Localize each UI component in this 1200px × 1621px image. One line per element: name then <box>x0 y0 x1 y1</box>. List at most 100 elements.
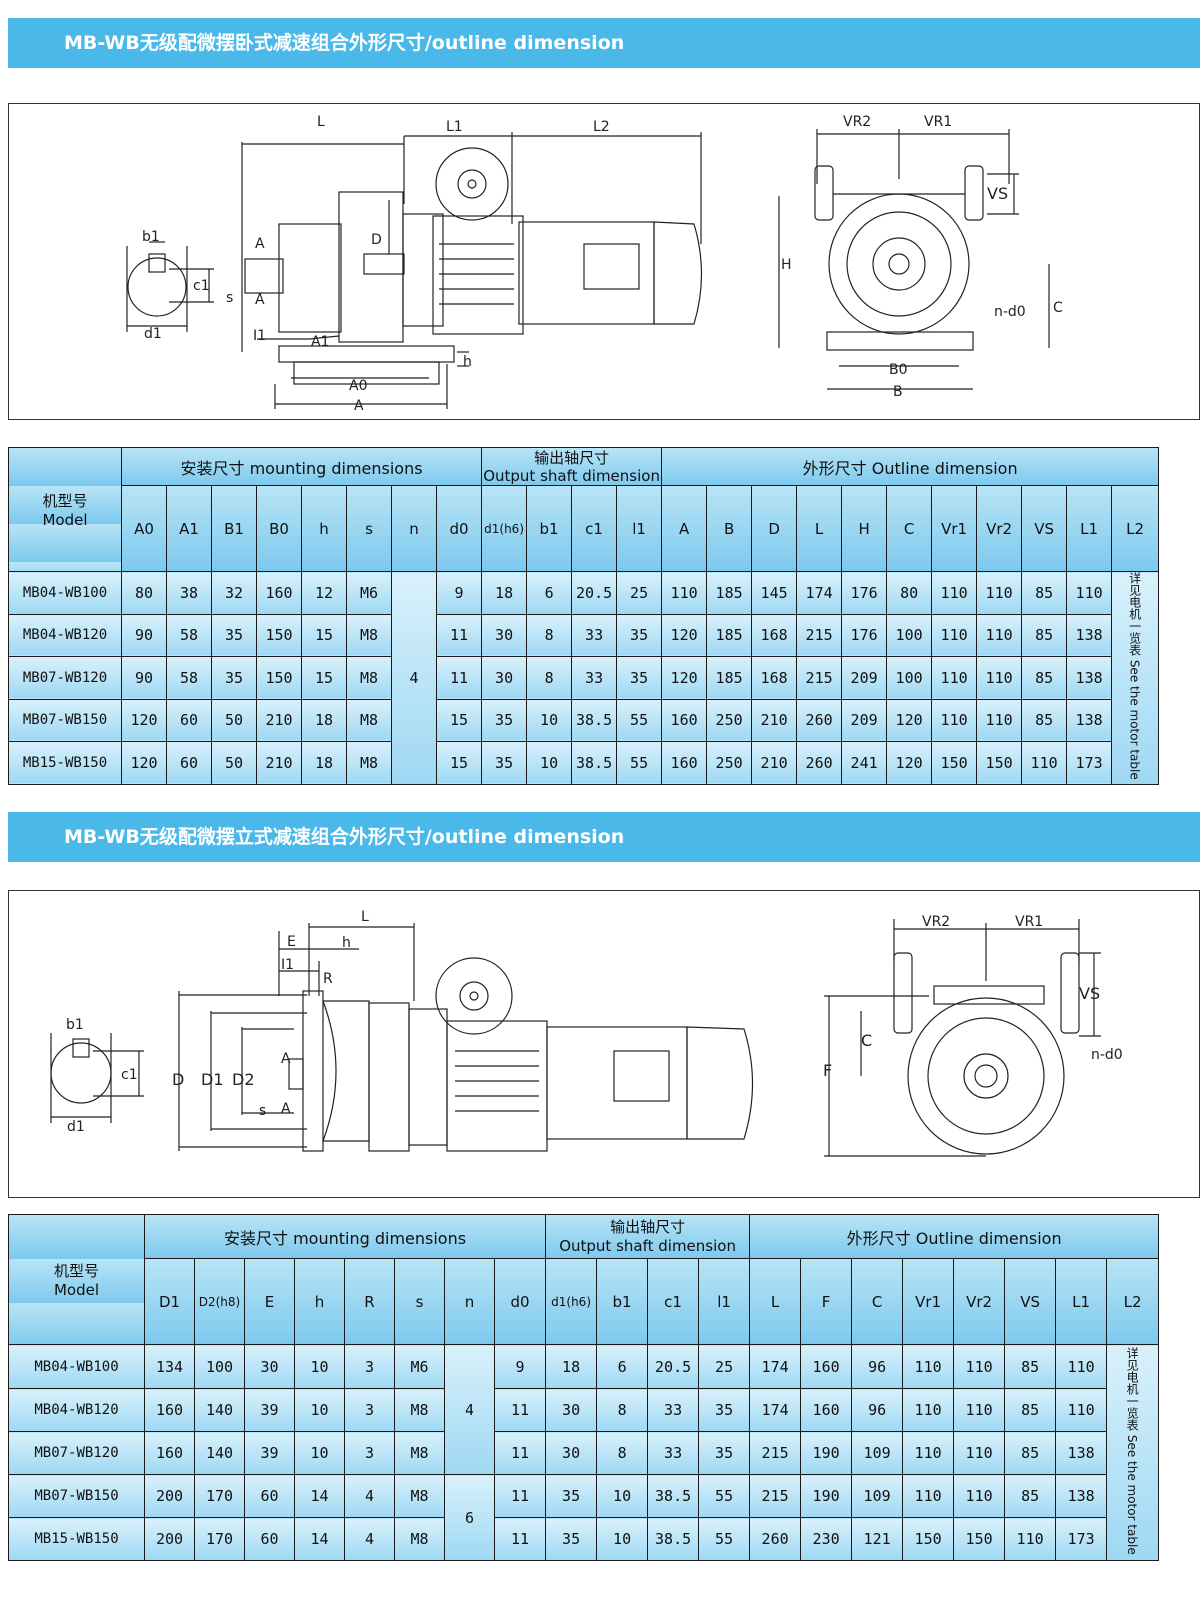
value-cell: 6 <box>526 571 573 615</box>
value-cell: M8 <box>346 698 392 742</box>
value-cell: 10 <box>526 740 573 785</box>
col-header: s <box>394 1258 445 1345</box>
value-cell: 11 <box>493 1388 547 1432</box>
value-cell: 25 <box>698 1344 751 1389</box>
value-cell: 30 <box>481 613 528 657</box>
value-cell: 30 <box>545 1388 598 1432</box>
value-cell: 38 <box>166 571 212 615</box>
section2-spec-table: 机型号 Model 安装尺寸 mounting dimensions 输出轴尺寸… <box>8 1214 1160 1561</box>
value-cell: 150 <box>256 613 302 657</box>
value-cell: 15 <box>435 740 483 785</box>
value-cell: 160 <box>661 740 708 785</box>
model-header: 机型号 Model <box>8 1214 145 1345</box>
value-cell: 140 <box>194 1431 245 1475</box>
value-cell: 96 <box>851 1344 904 1389</box>
group-mounting: 安装尺寸 mounting dimensions <box>143 1214 547 1259</box>
value-cell: 35 <box>211 613 257 657</box>
value-cell: 210 <box>751 698 798 742</box>
group-outline: 外形尺寸 Outline dimension <box>749 1214 1160 1259</box>
col-header: R <box>344 1258 395 1345</box>
label-A1: A1 <box>311 334 329 350</box>
value-cell: 85 <box>1021 698 1068 742</box>
col-header: D2(h8) <box>194 1258 245 1345</box>
col-header: s <box>346 485 392 572</box>
value-cell: 150 <box>931 740 978 785</box>
col-header: H <box>841 485 888 572</box>
value-cell: 260 <box>796 740 843 785</box>
model-cell: MB07-WB150 <box>8 1474 145 1518</box>
col-header: L <box>749 1258 802 1345</box>
value-cell: 110 <box>953 1344 1006 1389</box>
value-cell: 11 <box>435 655 483 700</box>
l2-note-cell: 详见电机一览表 See the motor table <box>1111 571 1160 785</box>
value-cell: 50 <box>211 698 257 742</box>
value-cell: 38.5 <box>571 740 618 785</box>
value-cell: 55 <box>698 1474 751 1518</box>
value-cell: 11 <box>493 1517 547 1561</box>
value-cell: 110 <box>953 1388 1006 1432</box>
value-cell: 210 <box>751 740 798 785</box>
table-row: MB04-WB100 134 100 30 10 3 M6 4 9 18 6 2… <box>8 1344 1160 1561</box>
value-cell: 8 <box>596 1388 649 1432</box>
value-cell: 260 <box>749 1517 802 1561</box>
label-L: L <box>361 909 369 925</box>
value-cell: 120 <box>121 740 167 785</box>
value-cell: 10 <box>294 1344 345 1389</box>
model-header: 机型号 Model <box>8 447 122 572</box>
horizontal-outline-drawing: b1 c1 d1 <box>126 114 1063 414</box>
value-cell: 100 <box>886 613 933 657</box>
value-cell: 35 <box>481 698 528 742</box>
col-header: b1 <box>526 485 573 572</box>
value-cell: 173 <box>1055 1517 1108 1561</box>
value-cell: 58 <box>166 655 212 700</box>
label-VR2: VR2 <box>922 914 950 930</box>
value-cell: 20.5 <box>571 571 618 615</box>
value-cell: 110 <box>953 1431 1006 1475</box>
shaft-section-1 <box>126 241 214 332</box>
value-cell: 38.5 <box>647 1517 700 1561</box>
value-cell: 110 <box>902 1344 955 1389</box>
group-output-shaft: 输出轴尺寸 Output shaft dimension <box>481 447 663 486</box>
table-row: MB15-WB150 120 60 50 210 18 M8 15 35 10 … <box>8 740 1159 785</box>
section1-title: MB-WB无级配微摆卧式减速组合外形尺寸/outline dimension <box>64 32 625 54</box>
value-cell: 109 <box>851 1431 904 1475</box>
label-L2: L2 <box>593 119 610 135</box>
value-cell: M8 <box>394 1474 445 1518</box>
value-cell: 60 <box>244 1474 295 1518</box>
col-header: D1 <box>144 1258 195 1345</box>
value-cell: 170 <box>194 1474 245 1518</box>
value-cell: 120 <box>661 613 708 657</box>
label-H: H <box>781 257 792 273</box>
value-cell: 110 <box>1066 571 1113 615</box>
model-cell: MB04-WB100 <box>8 571 122 615</box>
value-cell: 138 <box>1055 1431 1108 1475</box>
value-cell: 12 <box>301 571 347 615</box>
col-header: L1 <box>1066 485 1113 572</box>
col-header: d0 <box>493 1258 547 1345</box>
value-cell: 32 <box>211 571 257 615</box>
group-outline: 外形尺寸 Outline dimension <box>661 447 1160 486</box>
label-I1: I1 <box>253 328 266 344</box>
value-cell: 110 <box>902 1388 955 1432</box>
value-cell: 10 <box>596 1474 649 1518</box>
value-cell: 35 <box>698 1431 751 1475</box>
value-cell: M8 <box>394 1431 445 1475</box>
label-h: h <box>463 354 472 370</box>
end-view-vertical-reducer <box>824 919 1101 1157</box>
value-cell: 11 <box>493 1431 547 1475</box>
col-header: C <box>851 1258 904 1345</box>
value-cell: 160 <box>800 1344 853 1389</box>
value-cell: 185 <box>706 655 753 700</box>
label-VS: VS <box>987 184 1008 203</box>
n-value-cell: 4 <box>444 1344 495 1475</box>
value-cell: 18 <box>301 740 347 785</box>
label-b1: b1 <box>66 1017 84 1033</box>
value-cell: 209 <box>841 698 888 742</box>
value-cell: 160 <box>144 1388 195 1432</box>
value-cell: 190 <box>800 1431 853 1475</box>
label-I1: I1 <box>281 957 294 973</box>
label-F: F <box>823 1061 832 1080</box>
col-header: Vr1 <box>931 485 978 572</box>
value-cell: 6 <box>596 1344 649 1389</box>
model-cell: MB07-WB120 <box>8 655 122 700</box>
